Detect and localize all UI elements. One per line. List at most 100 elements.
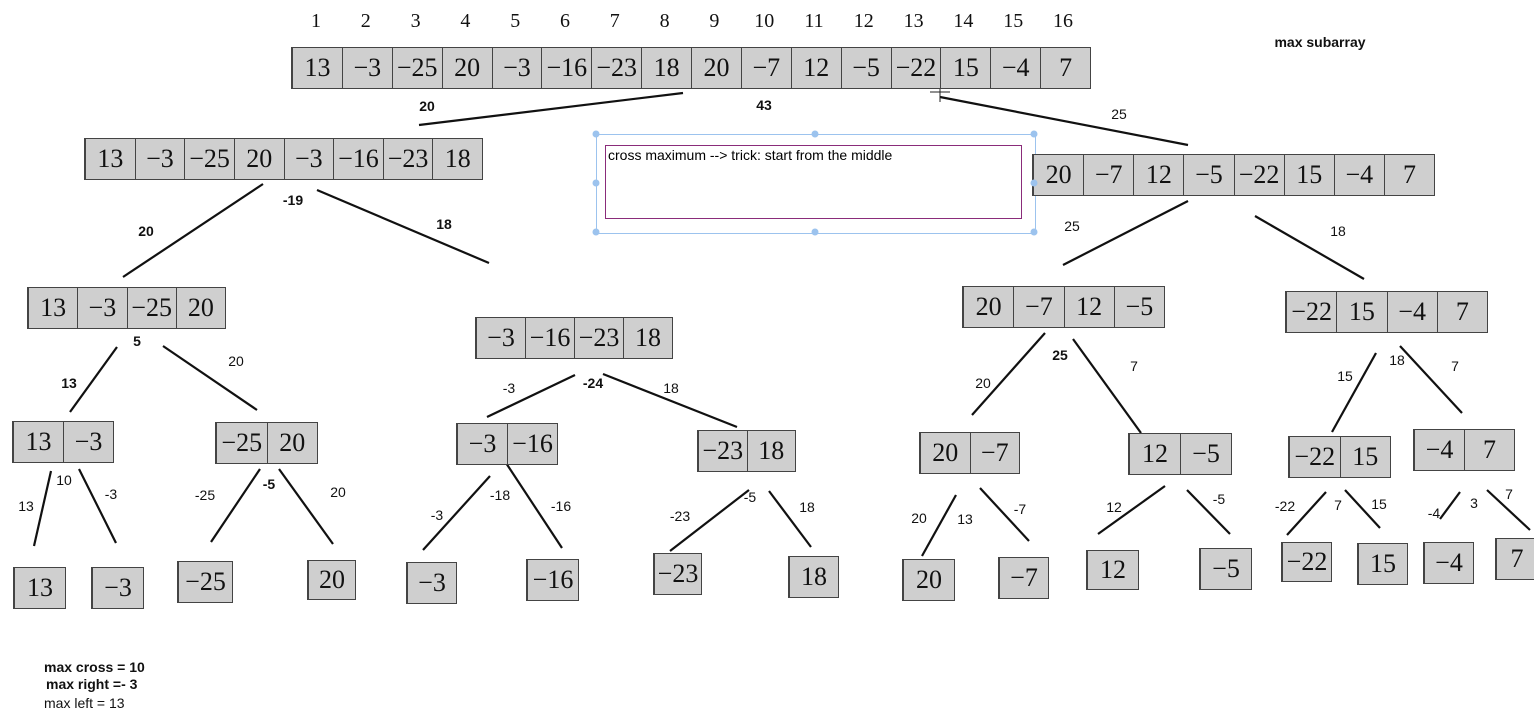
sum-label: 25 bbox=[1064, 218, 1080, 234]
array-cell: 18 bbox=[642, 48, 692, 88]
array-l3-f: 12 −5 bbox=[1128, 433, 1232, 475]
sum-label: -4 bbox=[1427, 505, 1441, 521]
array-cell: 12 bbox=[1130, 434, 1181, 474]
array-cell: −22 bbox=[1235, 155, 1285, 195]
sum-label: 15 bbox=[1337, 368, 1353, 384]
array-cell: −16 bbox=[334, 139, 384, 179]
array-cell: −3 bbox=[418, 568, 446, 597]
array-leaf: −5 bbox=[1199, 548, 1252, 590]
array-cell: −4 bbox=[1415, 430, 1465, 470]
array-leaf: 18 bbox=[788, 556, 839, 598]
array-cell: 7 bbox=[1510, 544, 1524, 573]
note-max-right: max right =- 3 bbox=[46, 676, 138, 692]
array-cell: −23 bbox=[592, 48, 643, 88]
resize-handle[interactable] bbox=[1030, 130, 1038, 138]
array-cell: −23 bbox=[657, 559, 699, 588]
title: max subarray bbox=[1274, 34, 1366, 50]
array-cell: 20 bbox=[319, 565, 345, 594]
array-cell: 12 bbox=[1100, 555, 1126, 584]
resize-handle[interactable] bbox=[1030, 228, 1038, 236]
array-leaf: −23 bbox=[653, 553, 702, 595]
sum-label: 10 bbox=[56, 472, 72, 488]
resize-handle[interactable] bbox=[592, 130, 600, 138]
array-cell: −22 bbox=[892, 48, 942, 88]
index-number: 1 bbox=[311, 10, 321, 32]
array-cell: −3 bbox=[285, 139, 335, 179]
array-cell: −16 bbox=[532, 565, 574, 594]
sum-label: 20 bbox=[419, 98, 435, 114]
resize-handle[interactable] bbox=[811, 130, 819, 138]
array-leaf: −25 bbox=[177, 561, 233, 603]
array-cell: 15 bbox=[1370, 549, 1396, 578]
tree-edge bbox=[921, 494, 957, 557]
tree-edge bbox=[1286, 491, 1327, 536]
array-cell: −3 bbox=[458, 424, 508, 464]
resize-handle[interactable] bbox=[592, 228, 600, 236]
sum-label: 20 bbox=[975, 375, 991, 391]
array-cell: −25 bbox=[393, 48, 443, 88]
array-cell: −25 bbox=[185, 567, 226, 596]
array-cell: 12 bbox=[792, 48, 842, 88]
array-cell: 15 bbox=[941, 48, 992, 88]
array-cell: 20 bbox=[235, 139, 285, 179]
sum-label: -5 bbox=[743, 489, 757, 505]
array-cell: −7 bbox=[1084, 155, 1135, 195]
sum-label: 13 bbox=[18, 498, 34, 514]
tree-edge bbox=[1344, 489, 1381, 529]
tree-edge bbox=[1062, 200, 1189, 266]
tree-edge bbox=[1399, 345, 1463, 414]
array-cell: 13 bbox=[29, 288, 79, 328]
array-cell: −3 bbox=[136, 139, 186, 179]
text-box[interactable]: cross maximum --> trick: start from the … bbox=[605, 145, 1022, 219]
array-cell: −5 bbox=[1212, 554, 1240, 583]
index-number: 10 bbox=[754, 10, 775, 32]
array-cell: −5 bbox=[1192, 439, 1220, 468]
array-cell: −3 bbox=[343, 48, 393, 88]
index-number: 14 bbox=[953, 10, 974, 32]
array-cell: −3 bbox=[78, 288, 128, 328]
array-leaf: −16 bbox=[526, 559, 579, 601]
sum-label: 5 bbox=[133, 333, 141, 349]
sum-label: -22 bbox=[1274, 498, 1296, 514]
index-number: 8 bbox=[659, 10, 670, 32]
index-number: 16 bbox=[1053, 10, 1073, 32]
resize-handle[interactable] bbox=[1030, 179, 1038, 187]
tree-edge bbox=[979, 487, 1030, 542]
sum-label: 13 bbox=[61, 375, 77, 391]
array-cell: 13 bbox=[86, 139, 136, 179]
array-cell: 15 bbox=[1337, 292, 1388, 332]
array-cell: 7 bbox=[1455, 297, 1469, 326]
note-max-cross: max cross = 10 bbox=[44, 659, 145, 675]
sum-label: -7 bbox=[1013, 501, 1027, 517]
array-cell: −25 bbox=[128, 288, 177, 328]
sum-label: 18 bbox=[663, 380, 679, 396]
sum-label: -3 bbox=[502, 380, 516, 396]
array-cell: 12 bbox=[1134, 155, 1185, 195]
array-cell: −23 bbox=[384, 139, 434, 179]
sum-label: -3 bbox=[430, 507, 444, 523]
sum-label: 7 bbox=[1130, 358, 1138, 374]
sum-label: -23 bbox=[669, 508, 691, 524]
sum-label: 20 bbox=[228, 353, 244, 369]
resize-handle[interactable] bbox=[592, 179, 600, 187]
array-leaf: 13 bbox=[13, 567, 66, 609]
array-cell: −3 bbox=[104, 573, 132, 602]
tree-edge bbox=[69, 346, 118, 413]
tree-edge bbox=[1254, 215, 1365, 280]
array-l3-e: 20−7 bbox=[919, 432, 1020, 474]
tree-edge bbox=[422, 475, 491, 551]
index-number: 12 bbox=[853, 10, 874, 32]
array-cell: 7 bbox=[1483, 435, 1496, 464]
sum-label: 15 bbox=[1371, 496, 1387, 512]
array-leaf: −7 bbox=[998, 557, 1049, 599]
array-l3-c: −3−16 bbox=[456, 423, 558, 465]
resize-handle[interactable] bbox=[811, 228, 819, 236]
